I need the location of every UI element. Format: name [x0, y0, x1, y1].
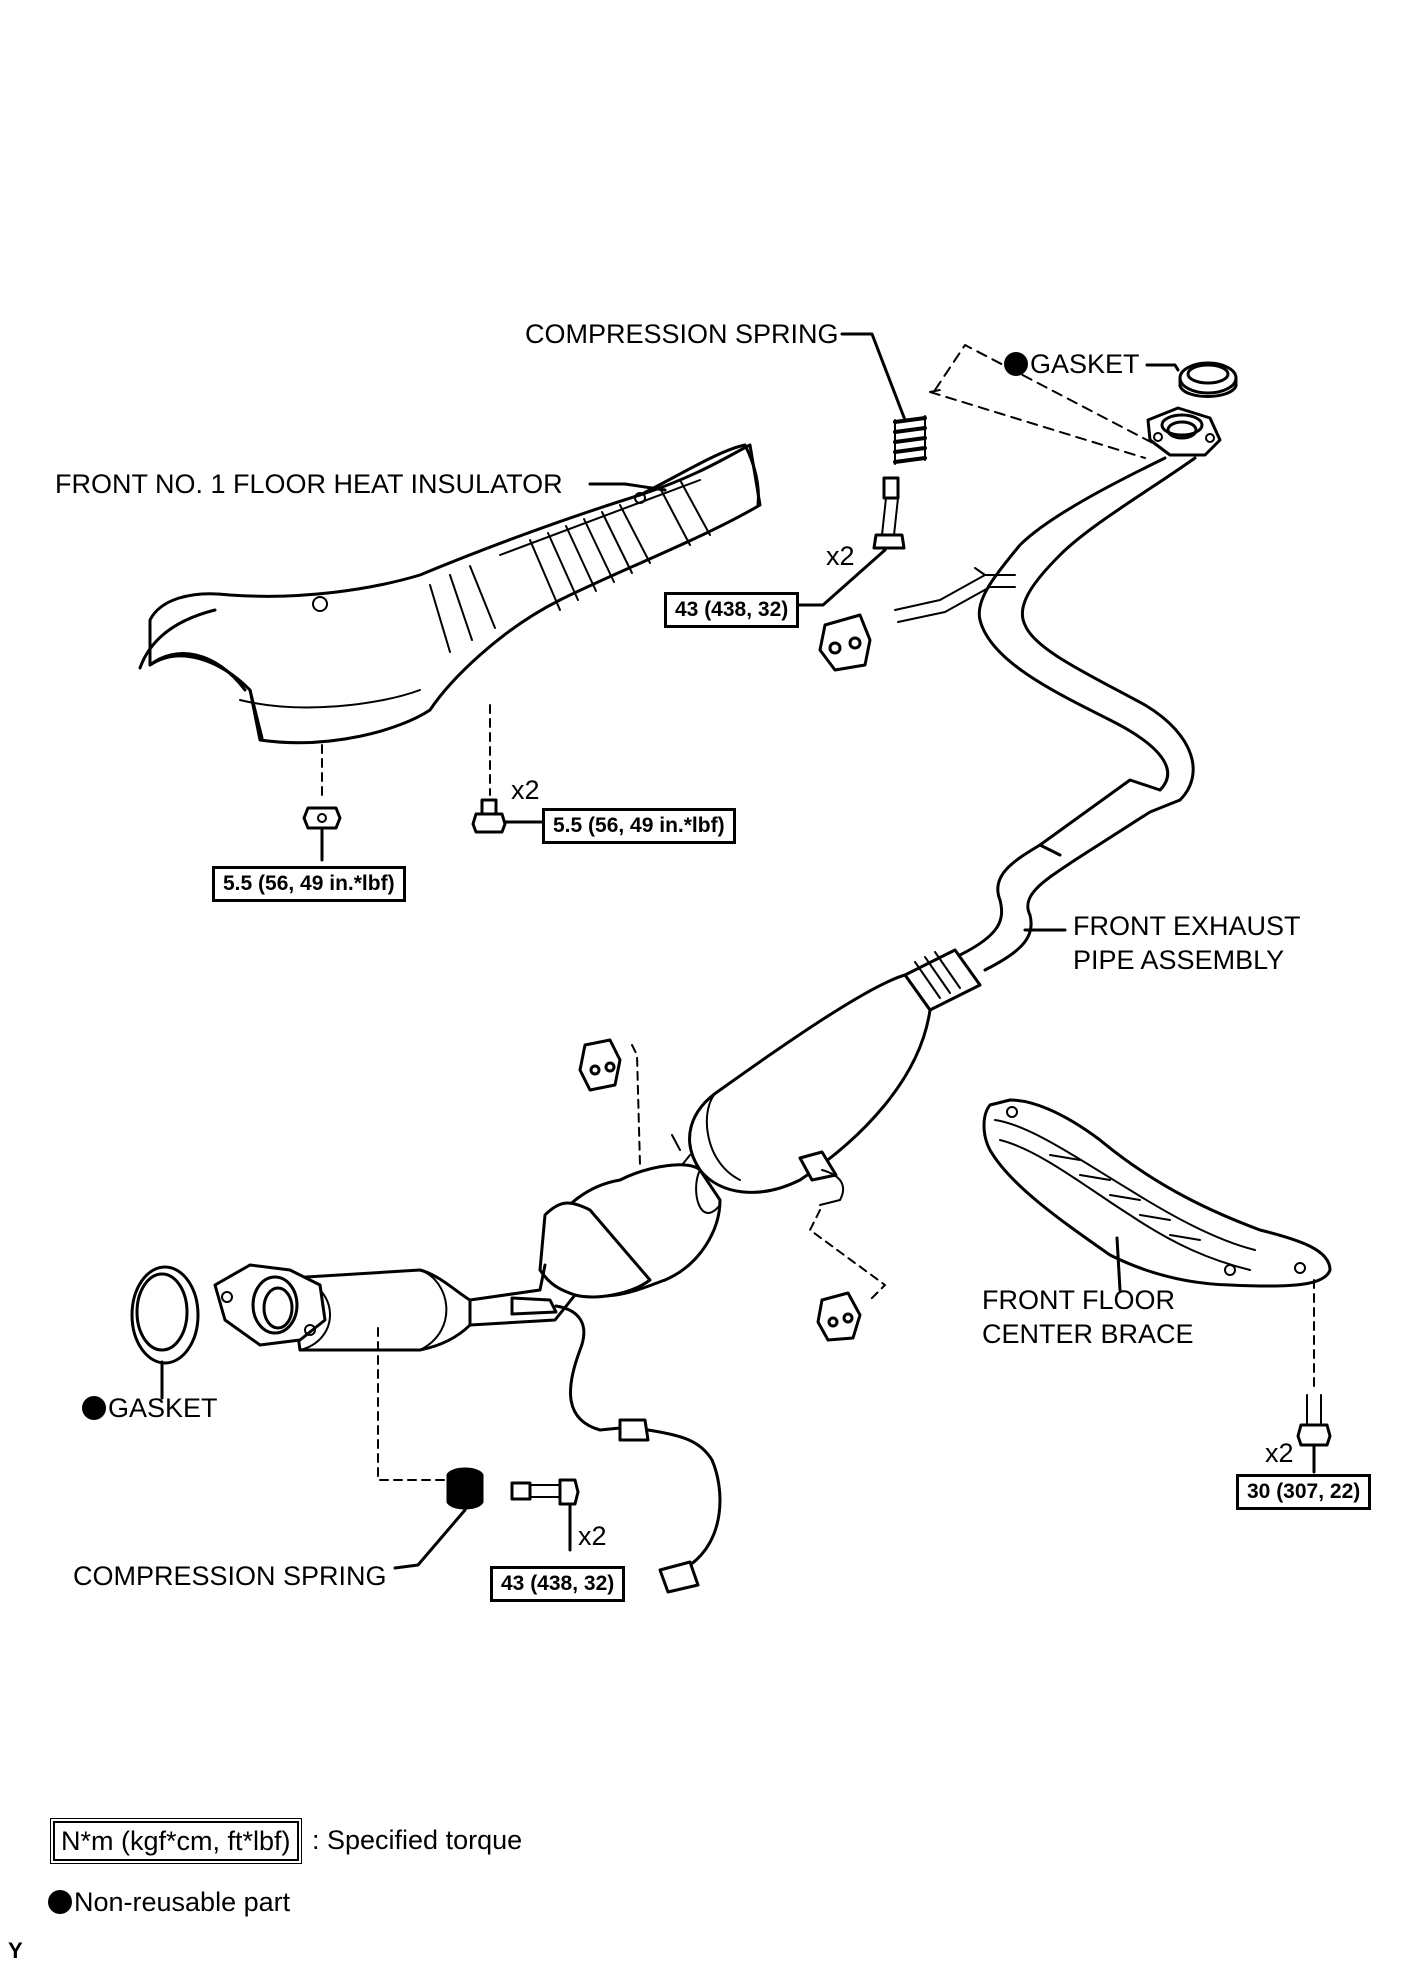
flange-bolt-bottom — [510, 1478, 580, 1506]
legend-torque-units: N*m (kgf*cm, ft*lbf) — [50, 1818, 302, 1864]
compression-spring-top-part — [893, 415, 927, 465]
center-brace-label-2: CENTER BRACE — [982, 1319, 1194, 1349]
torque-bottom-flange: 43 (438, 32) — [490, 1566, 626, 1602]
rubber-hanger-mid — [578, 1038, 622, 1092]
legend-torque-meaning: : Specified torque — [312, 1825, 523, 1855]
insulator-nut — [302, 806, 342, 830]
legend-non-reusable: Non-reusable part — [48, 1886, 290, 1918]
qty-brace-bolt: x2 — [1265, 1438, 1294, 1468]
compression-spring-bottom-label: COMPRESSION SPRING — [73, 1561, 387, 1591]
gasket-top-part — [1178, 361, 1238, 398]
torque-insulator-bolts: 5.5 (56, 49 in.*lbf) — [542, 808, 736, 844]
exhaust-pipe-label-1: FRONT EXHAUST — [1073, 911, 1301, 941]
torque-insulator-nut: 5.5 (56, 49 in.*lbf) — [212, 866, 406, 902]
qty-bolt-bottom: x2 — [578, 1521, 607, 1551]
corner-mark: Y — [8, 1938, 23, 1963]
compression-spring-bottom-part — [446, 1467, 484, 1510]
exhaust-pipe-label-2: PIPE ASSEMBLY — [1073, 945, 1285, 975]
heat-insulator-part — [138, 443, 762, 745]
torque-top-flange: 43 (438, 32) — [664, 592, 800, 628]
brace-bolt — [1296, 1394, 1332, 1447]
qty-insulator-bolt: x2 — [511, 775, 540, 805]
rubber-hanger-low — [816, 1291, 862, 1342]
torque-brace-bolts: 30 (307, 22) — [1236, 1474, 1372, 1510]
center-brace-part — [982, 1098, 1332, 1288]
compression-spring-top-label: COMPRESSION SPRING — [525, 319, 839, 349]
qty-bolt-top: x2 — [826, 541, 855, 571]
heat-insulator-label: FRONT NO. 1 FLOOR HEAT INSULATOR — [55, 469, 563, 499]
non-reusable-dot-icon — [82, 1396, 106, 1420]
gasket-bottom-label: GASKET — [82, 1392, 218, 1424]
insulator-bolt — [471, 798, 507, 834]
flange-bolt-top — [872, 476, 906, 550]
non-reusable-dot-icon — [1004, 352, 1028, 376]
non-reusable-dot-icon — [48, 1890, 72, 1914]
front-exhaust-pipe-part — [213, 406, 1222, 1594]
center-brace-label-1: FRONT FLOOR — [982, 1285, 1176, 1315]
gasket-top-label: GASKET — [1004, 348, 1140, 380]
gasket-bottom-part — [130, 1265, 200, 1365]
rubber-hanger-top — [818, 613, 872, 672]
